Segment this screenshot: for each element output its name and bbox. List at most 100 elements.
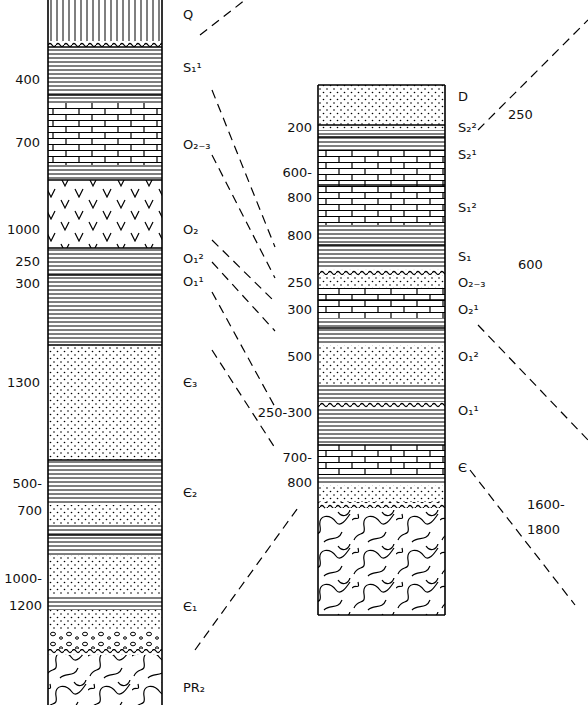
sandstone-fill — [48, 610, 162, 630]
shale-fill — [318, 408, 445, 445]
stratum-band: O₂₋₃ 250 — [275, 275, 490, 300]
shale-fill — [318, 385, 445, 402]
correlation-line — [212, 155, 275, 278]
thickness-label: 1600- 1800 — [527, 492, 571, 542]
stratum-band: Q — [0, 0, 212, 47]
stratum-band: Є₃ 1300 — [0, 345, 212, 460]
shale-fill — [318, 137, 445, 150]
unconformity-line — [318, 269, 445, 275]
unconformity-line — [318, 502, 445, 508]
thickness-label: 500- 700 — [0, 470, 42, 524]
correlation-line — [478, 20, 588, 130]
correlation-line — [212, 240, 275, 302]
unit-index: Є₁ — [183, 599, 197, 615]
unit-index: O₁² — [458, 349, 479, 365]
sandstone-fill — [48, 555, 162, 595]
stratum-band: D — [275, 85, 490, 125]
stratum-band: Є₁ 1000- 1200 — [0, 535, 212, 655]
unit-index: O₁² — [183, 251, 204, 267]
shale-fill — [48, 595, 162, 610]
thickness-label: 250 — [0, 254, 40, 270]
thickness-label: 700 — [0, 135, 40, 151]
thickness-label: 600- 800 — [278, 160, 312, 210]
unconformity-line — [48, 649, 162, 655]
stratum-band: O₂ 1000 — [0, 180, 212, 248]
unit-index: D — [458, 89, 468, 105]
unit-index: S₂¹ — [458, 147, 477, 163]
shale-fill — [48, 95, 162, 103]
column-outline — [318, 85, 445, 615]
unit-index: O₂ — [183, 222, 198, 238]
thickness-label: 250-300 — [252, 405, 312, 421]
correlation-line — [478, 325, 588, 440]
thickness-label: 300 — [278, 302, 312, 318]
unit-index: O₁¹ — [183, 274, 204, 290]
thickness-label: 600 — [518, 257, 543, 273]
unit-index: S₁² — [458, 200, 477, 216]
stratum-band: S₂²200 — [275, 125, 490, 137]
stratum-band: S₁¹400 — [0, 47, 212, 95]
sandstone-fill — [48, 505, 162, 525]
unit-index: Q — [183, 7, 193, 23]
sandstone-fill — [318, 122, 445, 130]
shale-fill — [48, 525, 162, 555]
unit-index: Є — [458, 460, 467, 476]
shale-fill — [48, 460, 162, 505]
unit-index: Є₃ — [183, 375, 197, 391]
correlation-line — [212, 350, 275, 448]
bed-boundary — [48, 47, 162, 535]
thickness-label: 1300 — [0, 375, 40, 391]
sandstone-fill — [48, 345, 162, 460]
correlation-line — [195, 505, 300, 650]
unit-index: O₂₋₃ — [458, 275, 486, 291]
shale-fill — [318, 130, 445, 137]
stratum-band: S₁² 800 — [275, 185, 490, 245]
wave-backing — [48, 41, 162, 47]
wave-backing — [318, 402, 445, 408]
stratum-band: S₁ — [275, 245, 490, 275]
thickness-label: 250 — [278, 275, 312, 291]
unit-index: S₁ — [458, 249, 471, 265]
thickness-label: 500 — [278, 349, 312, 365]
unconformity-line — [318, 402, 445, 408]
limestone-fill — [48, 103, 162, 165]
stratum-band: O₂¹ 300 — [275, 300, 490, 328]
unit-index: Є₂ — [183, 485, 197, 501]
wave-backing — [318, 269, 445, 275]
quaternary-fill — [48, 0, 162, 44]
unconformity-line — [48, 41, 162, 47]
bed-boundary — [318, 85, 445, 615]
thickness-label: 1000 — [0, 222, 40, 238]
correlation-line — [212, 262, 275, 331]
stratum-band: S₂¹600- 800 — [275, 137, 490, 185]
limestone-fill — [318, 445, 445, 475]
limestone-fill — [318, 150, 445, 225]
sandstone-fill — [318, 345, 445, 385]
shale-fill — [318, 318, 445, 345]
unit-index: PR₂ — [183, 680, 205, 696]
stratum-band: O₁¹250-300 — [275, 405, 490, 445]
volcanic-fill — [48, 180, 162, 248]
thickness-label: 200 — [278, 120, 312, 136]
sandstone-fill — [318, 85, 445, 122]
stratum-band: O₁¹300 — [0, 275, 212, 345]
shale-fill — [48, 248, 162, 345]
thickness-label: 1000- 1200 — [0, 565, 42, 619]
shale-fill — [48, 165, 162, 180]
correlation-line — [470, 470, 575, 605]
stratum-band: O₂₋₃700 — [0, 95, 212, 180]
conglomerate-fill — [48, 630, 162, 650]
thickness-label: 800 — [278, 228, 312, 244]
unit-index: O₂¹ — [458, 302, 479, 318]
wave-backing — [318, 502, 445, 508]
unit-index: O₁¹ — [458, 403, 479, 419]
wave-backing — [48, 649, 162, 655]
thickness-label: 400 — [0, 72, 40, 88]
shale-fill — [318, 225, 445, 272]
stratum-band: O₁² 500 — [275, 328, 490, 405]
basement-fill — [48, 655, 162, 705]
sandstone-fill — [318, 485, 445, 502]
thickness-label: 700- 800 — [278, 445, 312, 495]
